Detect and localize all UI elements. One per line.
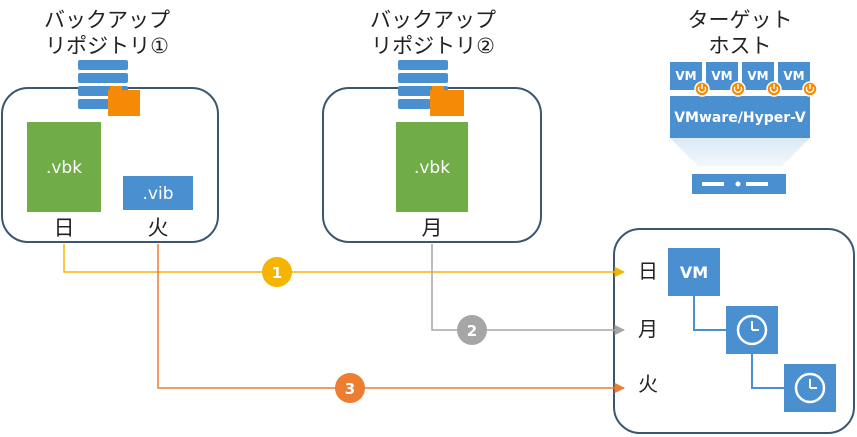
repo1-day-full: 日 [54,216,75,240]
hypervisor-bar [670,96,810,138]
target-title-line2: ホスト [709,34,772,58]
repo1-title-line2: リポジトリ① [45,34,169,58]
vm-tile-label: VM [783,69,804,83]
flow-line-2 [431,244,626,336]
clock-icon [736,314,768,346]
target-host: ターゲット ホスト VMware/Hyper-V VM VM VM VM [670,8,818,194]
vbk-file-1 [27,122,101,212]
step-badge-1: 1 [262,257,292,287]
host-beam [670,138,810,166]
repo2-title-line1: バックアップ [370,8,496,32]
flow-line-1 [63,244,626,278]
repo2-day-full: 月 [422,216,443,240]
power-icon [766,81,782,97]
power-icon [802,81,818,97]
server-stack-icon [78,60,140,116]
vm-tile-label: VM [711,69,732,83]
repo1-title-line1: バックアップ [44,8,170,32]
step-number-1: 1 [272,264,282,282]
vbk-label-2: .vbk [414,158,450,178]
step-badge-3: 3 [335,373,365,403]
server-icon [692,174,786,194]
repository-2: バックアップ リポジトリ② .vbk 月 [322,8,542,243]
flow-line-3 [157,244,626,394]
step-badge-2: 2 [457,315,487,345]
step-number-2: 2 [467,322,477,340]
restore-target: 日 月 火 VM [613,228,855,434]
restore-day-2: 月 [638,317,658,341]
power-icon [694,81,710,97]
vib-label: .vib [143,184,174,204]
vib-file [123,176,193,210]
restored-vm [668,248,720,296]
snapshot-connector [751,354,784,389]
target-title-line1: ターゲット [688,8,793,32]
clock-icon [794,372,826,404]
snapshot-connector [693,296,726,331]
restored-vm-label: VM [680,263,708,282]
vbk-label-1: .vbk [46,158,82,178]
repo2-title-line2: リポジトリ② [371,34,495,58]
hypervisor-label: VMware/Hyper-V [674,110,806,126]
step-number-3: 3 [345,380,355,398]
server-stack-icon [398,60,464,116]
repository-1: バックアップ リポジトリ① .vbk .vib 日 火 [1,8,219,243]
restore-day-1: 日 [638,259,658,283]
vm-tile-label: VM [747,69,768,83]
vm-tile-label: VM [675,69,696,83]
repo1-day-inc: 火 [148,216,169,240]
restore-day-3: 火 [638,372,658,396]
power-icon [730,81,746,97]
vbk-file-2 [396,122,468,212]
